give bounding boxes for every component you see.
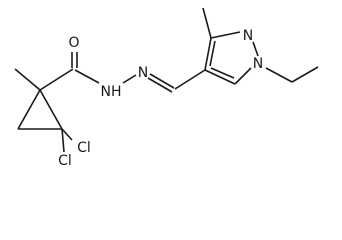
bond-n-ch-1 <box>149 73 175 89</box>
bond-ch-c4 <box>174 69 206 90</box>
bond-ring-c1-c2 <box>17 89 41 130</box>
bond-nh-n <box>122 74 137 84</box>
bond-carbonyl-nh <box>74 69 100 84</box>
atom-n-pyrazole-2: N <box>243 28 253 44</box>
atom-cl-lower: Cl <box>58 153 72 168</box>
bond-layer <box>14 7 319 153</box>
bond-c1-carbonyl <box>39 68 74 91</box>
atom-n-pyrazole-1: N <box>253 56 263 72</box>
bond-c3-cl-lower <box>61 128 65 153</box>
bond-n1-c5 <box>234 67 252 85</box>
bond-c4-c3-inner <box>209 40 216 67</box>
bond-n1-ch2 <box>265 67 293 83</box>
bond-c5-c4-inner <box>210 67 235 79</box>
bond-c5-c4 <box>204 69 236 85</box>
atom-n-hydrazone: N <box>138 65 148 81</box>
bond-c4-c3 <box>204 37 212 71</box>
molecular-structure: O NH N N N Cl Cl <box>14 7 319 168</box>
bond-ring-c3-c1 <box>39 89 63 130</box>
bond-n2-n1 <box>252 41 259 57</box>
atom-cl-upper: Cl <box>77 140 91 156</box>
bond-ch2-ch3 <box>291 66 319 83</box>
bond-n-ch-2 <box>147 77 173 93</box>
bond-c3-cl-upper <box>61 128 73 141</box>
atom-nh: NH <box>101 84 122 100</box>
bond-methyl-c1 <box>14 68 41 91</box>
bond-c3-methyl <box>202 7 212 39</box>
bond-c3-n2 <box>210 31 241 39</box>
atom-label-layer: O NH N N N Cl Cl <box>58 28 263 168</box>
atom-oxygen: O <box>68 35 79 51</box>
